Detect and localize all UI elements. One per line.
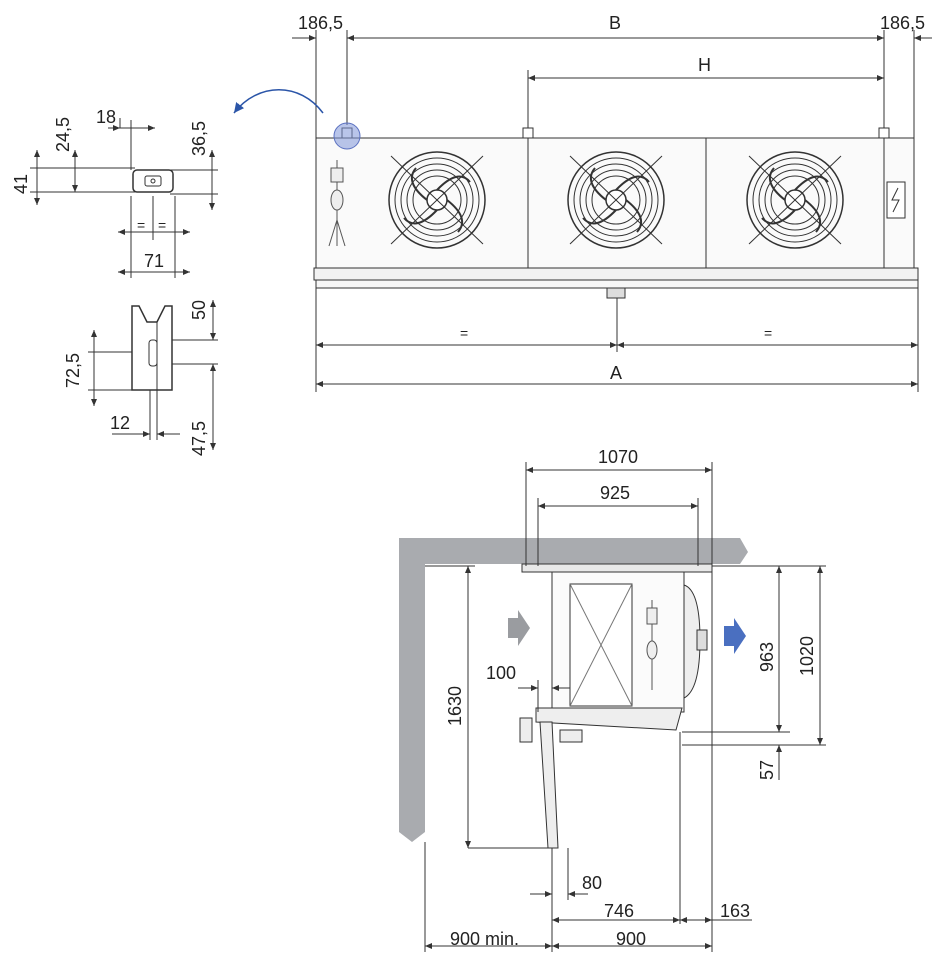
dim-57: 57 xyxy=(757,759,777,780)
dim-18: 18 xyxy=(96,107,117,127)
dim-equal-left: = xyxy=(460,325,469,341)
dim-equal-b: = xyxy=(158,217,167,233)
airflow-in-arrow xyxy=(508,610,530,646)
dim-80: 80 xyxy=(582,873,603,893)
dim-36-5: 36,5 xyxy=(189,120,209,156)
dim-equal-right: = xyxy=(764,325,773,341)
side-drip-tray xyxy=(535,707,683,731)
dim-963: 963 xyxy=(757,641,777,672)
side-valve-icon xyxy=(646,600,658,690)
fan-3 xyxy=(746,151,844,249)
dim-1020: 1020 xyxy=(797,635,817,676)
drain-pipe xyxy=(539,721,559,849)
expansion-valve-icon xyxy=(328,160,346,247)
dim-186-5-left: 186,5 xyxy=(298,13,344,33)
drain-outlet xyxy=(606,287,626,299)
dim-24-5: 24,5 xyxy=(53,116,73,152)
dim-B: B xyxy=(609,13,622,33)
fan-2 xyxy=(567,151,665,249)
dim-746: 746 xyxy=(604,901,635,921)
bracket-detail-top xyxy=(30,118,218,278)
dim-900-min: 900 min. xyxy=(450,929,520,949)
dim-1070: 1070 xyxy=(598,447,639,467)
dim-H: H xyxy=(698,55,711,75)
drip-tray xyxy=(313,267,919,281)
detail-pointer-arrow xyxy=(233,89,324,114)
dim-925: 925 xyxy=(600,483,631,503)
dim-100: 100 xyxy=(486,663,517,683)
dim-47-5: 47,5 xyxy=(189,420,209,456)
dim-50: 50 xyxy=(189,299,209,320)
side-view xyxy=(399,462,826,952)
dim-72-5: 72,5 xyxy=(63,352,83,388)
dim-A: A xyxy=(610,363,623,383)
bracket-detail-side xyxy=(88,300,218,450)
dim-163: 163 xyxy=(720,901,751,921)
dim-12: 12 xyxy=(110,413,131,433)
electrical-box-icon xyxy=(886,181,906,219)
dim-41: 41 xyxy=(11,173,31,194)
airflow-out-arrow xyxy=(724,618,746,654)
bracket-highlight-circle xyxy=(333,122,361,150)
dim-equal-a: = xyxy=(137,217,146,233)
fan-1 xyxy=(388,151,486,249)
dim-186-5-right: 186,5 xyxy=(880,13,926,33)
dim-1630: 1630 xyxy=(445,685,465,726)
top-view xyxy=(233,30,932,392)
dim-71: 71 xyxy=(144,251,165,271)
dim-900: 900 xyxy=(616,929,647,949)
